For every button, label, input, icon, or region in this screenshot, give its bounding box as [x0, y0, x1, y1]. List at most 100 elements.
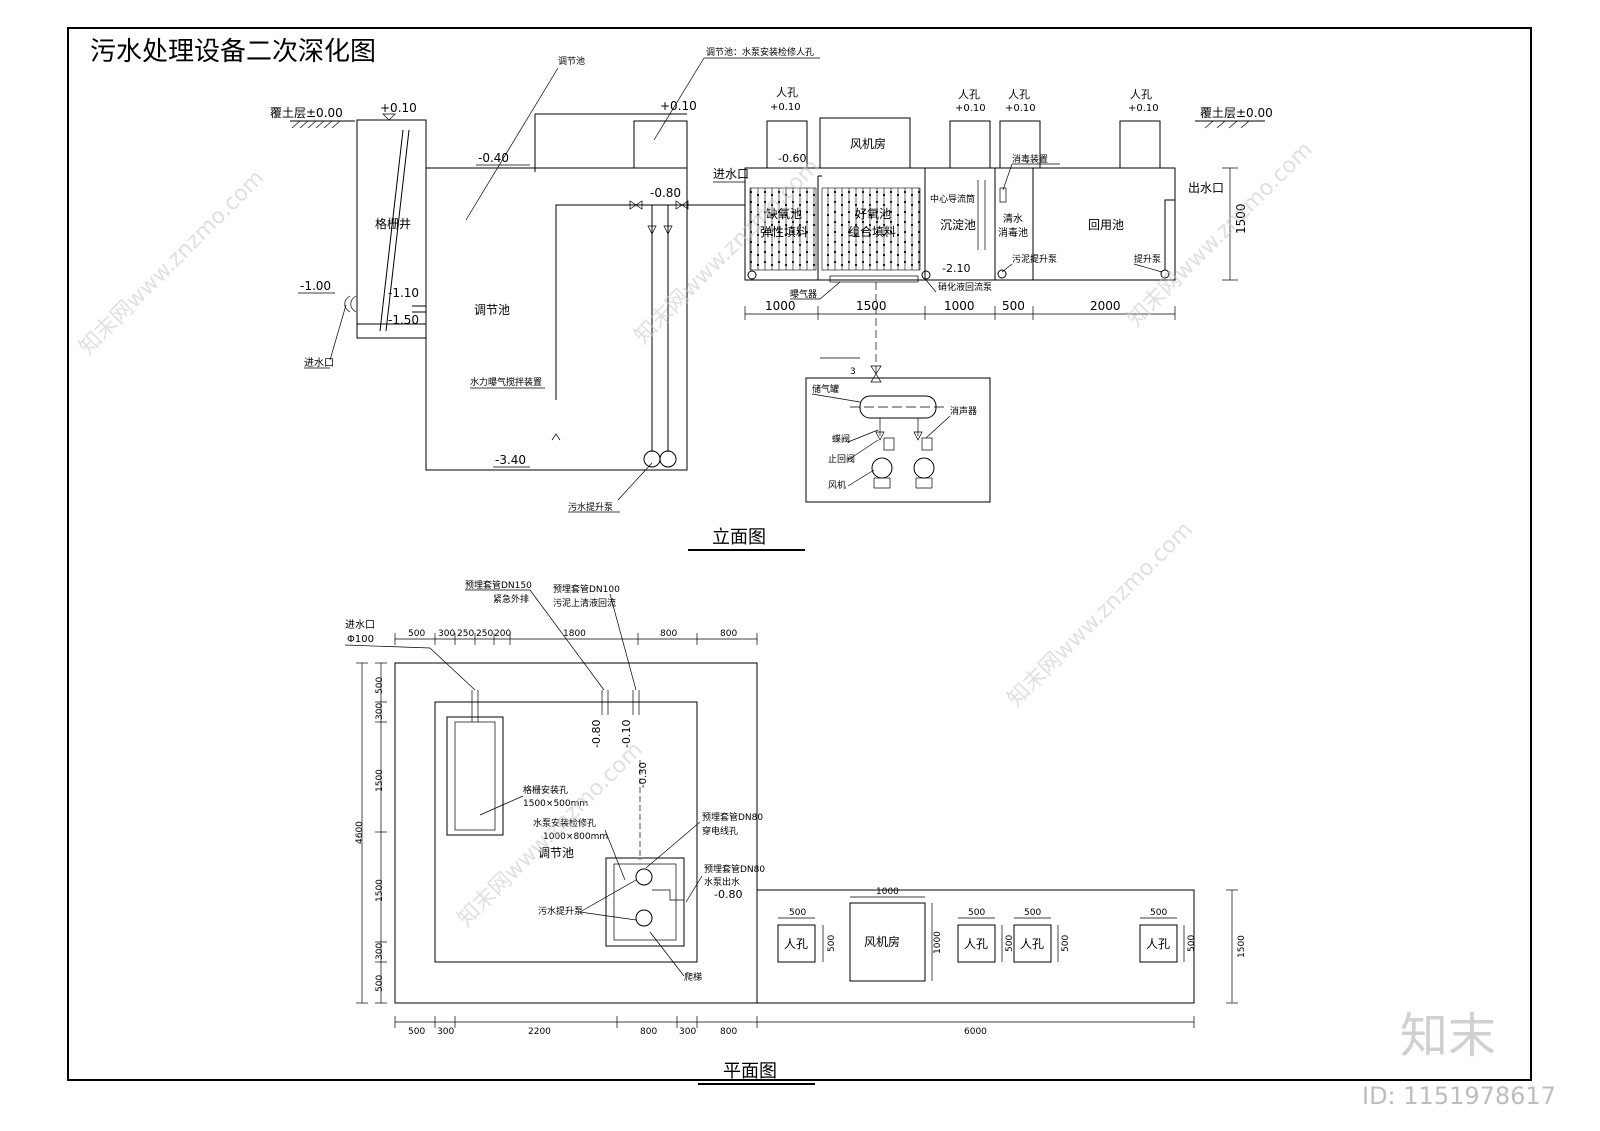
bottom-dim-5: 300 — [679, 1027, 696, 1037]
disinfect-device-label: 消毒装置 — [1012, 153, 1048, 165]
sleeve80a-use: 穿电线孔 — [702, 825, 738, 837]
settle-label: 沉淀池 — [940, 218, 976, 232]
level-m100: -1.00 — [300, 279, 331, 293]
manhole-box-4 — [1119, 120, 1161, 169]
unit-manhole-c: 人孔 — [1020, 937, 1044, 951]
level-m060: -0.60 — [778, 152, 806, 165]
level-p010-m1: +0.10 — [770, 102, 801, 113]
plan-level-m030: -0.30 — [638, 762, 649, 788]
ground-mark-left — [290, 120, 355, 129]
fan-room-box — [819, 117, 911, 169]
plan-fan-room — [849, 902, 926, 982]
butterfly-valve-label: 蝶阀 — [832, 433, 850, 445]
left-dim-2: 300 — [375, 703, 385, 720]
watermark: 知末网www.znzmo.com 知末网www.znzmo.com 知末网www… — [75, 137, 1556, 1110]
pump-circle-2 — [659, 450, 677, 468]
grille-hole-label: 格栅安装孔 — [523, 784, 568, 796]
plan-inlet-label: 进水口 — [345, 619, 375, 631]
reg-tank-callout: 调节池 — [558, 55, 585, 67]
top-dim-1: 500 — [408, 629, 425, 639]
watermark-text-5: 知末网www.znzmo.com — [1003, 517, 1198, 712]
blower-2 — [913, 457, 935, 479]
watermark-text-3: 知末网www.znzmo.com — [1123, 137, 1318, 332]
manhole-label-4: 人孔 — [1130, 88, 1152, 101]
anoxic-label: 缺氧池 — [766, 206, 802, 221]
disinfect-tank-label: 消毒池 — [998, 226, 1028, 239]
plan-heading: 平面图 — [723, 1061, 777, 1082]
sleeve150-label: 预埋套管DN150 — [465, 579, 532, 591]
grille-hole-size: 1500×500mm — [523, 799, 588, 809]
grille-hole — [446, 716, 504, 836]
plan-view: 进水口 Φ100 格栅安装孔 1500×500mm 预埋套管DN150 紧急外排… — [344, 579, 1247, 1085]
bottom-dim-7: 6000 — [964, 1027, 987, 1037]
reuse-tank-label: 回用池 — [1088, 218, 1124, 232]
unit-fan-room: 风机房 — [864, 934, 900, 949]
bottom-dim-3: 2200 — [528, 1027, 551, 1037]
aerator-label: 曝气器 — [790, 288, 817, 300]
plan-outer-wall — [394, 662, 758, 1004]
anoxic-media — [749, 187, 817, 271]
level-p010-left: +0.10 — [380, 101, 417, 115]
level-p010-m4: +0.10 — [1128, 103, 1159, 114]
left-dim-1: 500 — [375, 677, 385, 694]
left-dim-total: 4600 — [355, 821, 365, 844]
dim-elev-3: 1000 — [944, 299, 975, 313]
dim-elev-4: 500 — [1002, 299, 1025, 313]
level-m210: -2.10 — [942, 262, 970, 275]
level-m040: -0.40 — [478, 151, 509, 165]
level-p010-m3: +0.10 — [1005, 103, 1036, 114]
plan-manhole-a — [777, 924, 816, 963]
ground-level-right: 覆土层±0.00 — [1200, 106, 1273, 120]
unit-manhole-d: 人孔 — [1146, 937, 1170, 951]
inlet-left-label: 进水口 — [304, 357, 334, 369]
sleeve80b-use: 水泵出水 — [704, 876, 740, 888]
plan-manhole-d — [1139, 924, 1178, 963]
sleeve80a-label: 预埋套管DN80 — [702, 811, 763, 823]
manhole-label-3: 人孔 — [1008, 88, 1030, 101]
manhole-label-1: 人孔 — [776, 86, 798, 99]
plan-pump-2 — [635, 909, 653, 927]
ladder-label: 爬梯 — [684, 971, 702, 983]
unit-h500c: 500 — [1061, 935, 1071, 952]
unit-w500b: 500 — [968, 908, 985, 918]
anoxic-media-label: 弹性填料 — [760, 225, 808, 239]
unit-h500b: 500 — [1005, 935, 1015, 952]
plan-reg-tank-label: 调节池 — [538, 846, 574, 860]
outlet-label: 出水口 — [1188, 181, 1224, 195]
dim-height-1500: 1500 — [1234, 203, 1248, 234]
air-tank-label: 储气罐 — [812, 383, 839, 395]
watermark-text-1: 知末网www.znzmo.com — [75, 166, 270, 361]
drawing-title: 污水处理设备二次深化图 — [90, 37, 376, 67]
sleeve100-label: 预埋套管DN100 — [553, 583, 620, 595]
level-m340: -3.40 — [495, 453, 526, 467]
clean-water-label: 清水 — [1003, 212, 1023, 225]
plan-inlet-dia: Φ100 — [347, 634, 374, 645]
plan-level-m080a: -0.80 — [590, 720, 603, 748]
blower-1 — [871, 457, 893, 479]
unit-manhole-a: 人孔 — [784, 937, 808, 951]
unit-w500c: 500 — [1024, 908, 1041, 918]
unit-h500d: 500 — [1187, 935, 1197, 952]
plan-pump-1 — [635, 868, 653, 886]
watermark-id: ID: 1151978617 — [1362, 1082, 1556, 1110]
top-dim-7: 800 — [660, 629, 677, 639]
manhole-box-1 — [766, 120, 808, 169]
elevation-heading: 立面图 — [712, 527, 766, 548]
top-dim-2: 300 — [438, 629, 455, 639]
unit-w1000: 1000 — [876, 887, 899, 897]
sewage-pump-label: 污水提升泵 — [568, 501, 613, 513]
manhole-callout: 调节池：水泵安装检修人孔 — [706, 46, 814, 58]
bottom-dim-2: 300 — [437, 1027, 454, 1037]
sleeve100-use: 污泥上清液回流 — [553, 597, 616, 609]
left-dim-6: 500 — [375, 975, 385, 992]
dim-elev-5: 2000 — [1090, 299, 1121, 313]
blower-label: 风机 — [828, 479, 846, 491]
plan-level-m010: -0.10 — [620, 720, 633, 748]
aerobic-media-label: 组合填料 — [848, 224, 896, 239]
manhole-box-2 — [949, 120, 991, 169]
blower-detail-box — [805, 377, 991, 503]
manhole-box-3 — [999, 120, 1041, 169]
unit-h1500: 1500 — [1237, 935, 1247, 958]
unit-h500a: 500 — [827, 935, 837, 952]
